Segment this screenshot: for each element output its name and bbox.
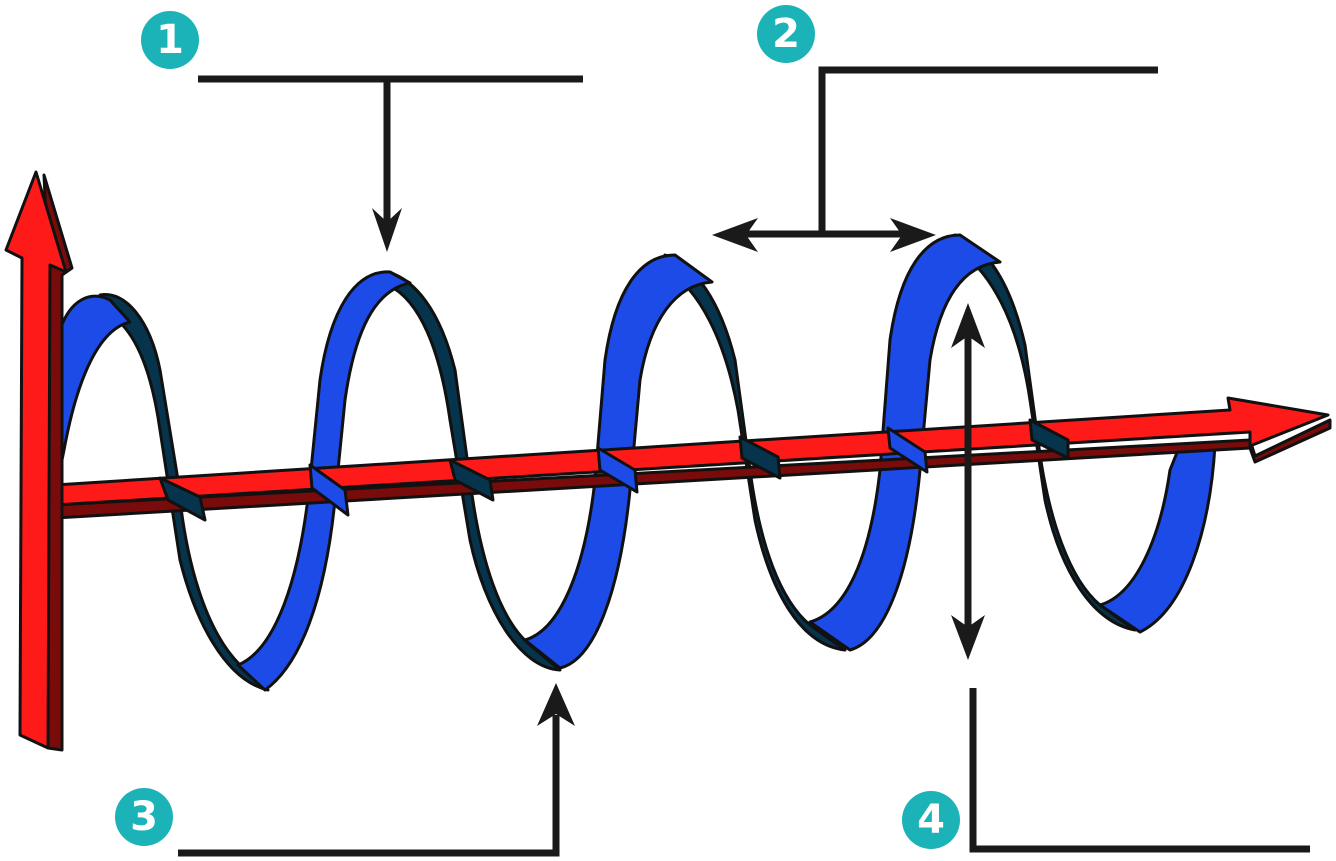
helix-front-seg-1 (58, 294, 132, 472)
callout-2 (740, 66, 1158, 238)
arrow-up-head (951, 303, 985, 348)
helix-back-seg-1 (98, 292, 270, 692)
badge-4: 4 (902, 791, 960, 849)
helix-back-seg-2 (386, 270, 562, 672)
helix-back-seg-3 (663, 253, 847, 652)
double-arrow-vertical-icon (951, 303, 985, 660)
badge-2: 2 (757, 5, 815, 63)
crossing-5 (738, 435, 782, 480)
badge-1: 1 (141, 11, 199, 69)
crossing-3 (448, 458, 495, 502)
horizontal-axis-body (53, 396, 1330, 507)
callout-4-line (969, 688, 1310, 853)
crossing-6 (886, 426, 929, 474)
helix-crossings (158, 418, 1070, 522)
arrow-right-head (890, 218, 936, 252)
callout-2-line (818, 66, 1158, 234)
arrow-down-head (951, 615, 985, 660)
callout-3-line (178, 715, 560, 857)
arrow-down-icon (372, 208, 402, 252)
helix-front-seg-5 (1098, 443, 1217, 634)
vertical-axis-arrow (4, 170, 74, 752)
callout-4 (964, 330, 1310, 853)
callout-1 (198, 75, 583, 225)
crossing-1 (158, 476, 207, 522)
badge-3: 3 (115, 788, 173, 846)
crossing-7 (1028, 418, 1070, 460)
vertical-axis-body (4, 170, 68, 750)
callout-3 (178, 715, 560, 857)
arrow-up-icon (537, 683, 575, 726)
crossing-4 (596, 446, 639, 494)
arrow-left-head (712, 218, 758, 252)
horizontal-axis-arrow (53, 396, 1332, 520)
double-arrow-horizontal-icon (712, 218, 936, 252)
crossing-2 (308, 463, 350, 517)
